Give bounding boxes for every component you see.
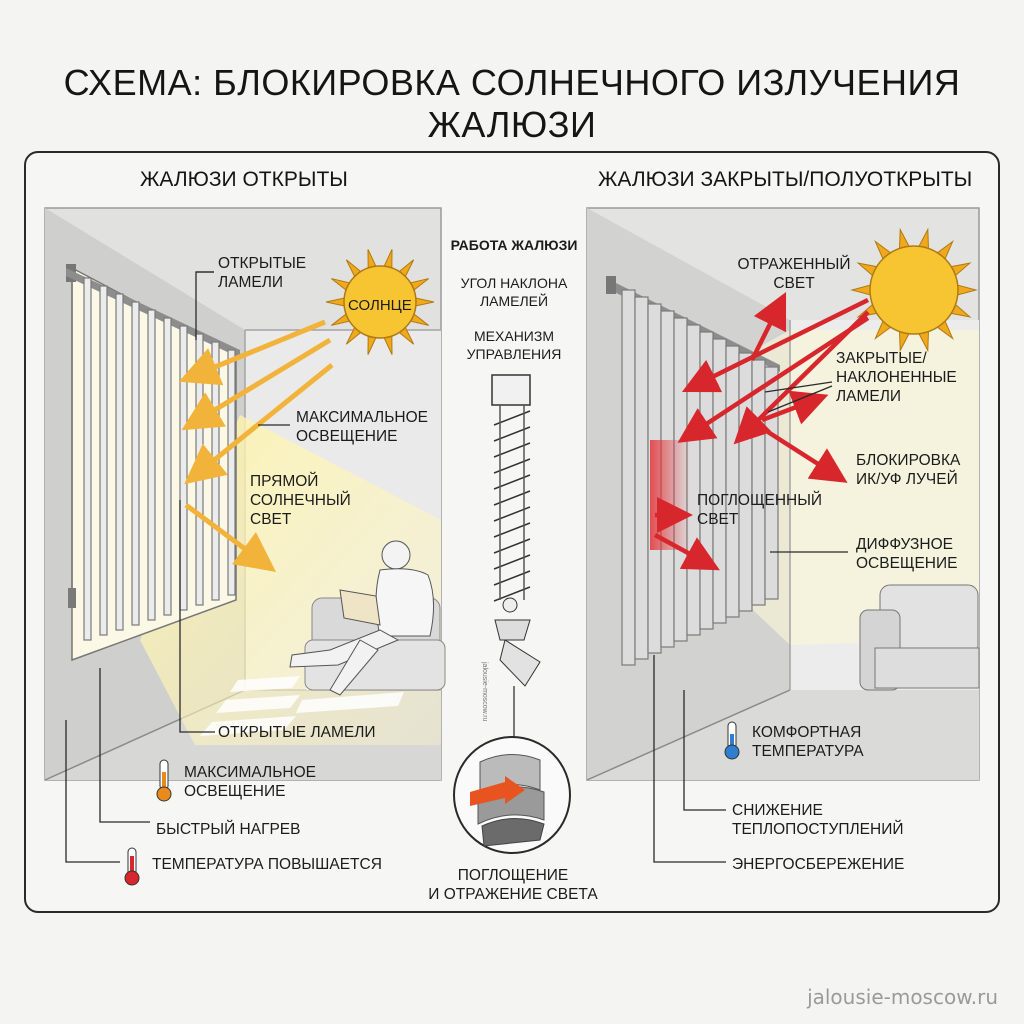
thermometer-icon-blue bbox=[724, 721, 740, 760]
blind-slat bbox=[115, 293, 124, 631]
left-room bbox=[44, 207, 446, 886]
blind-slat bbox=[621, 289, 636, 666]
blind-slat bbox=[227, 349, 236, 596]
sun-icon bbox=[325, 249, 435, 355]
sun-label: СОЛНЦЕ bbox=[348, 297, 412, 314]
tiny-watermark: jalousie-moscow.ru bbox=[481, 661, 488, 722]
person-reading-icon bbox=[289, 540, 446, 696]
right-heading: ЖАЛЮЗИ ЗАКРЫТЫ/ПОЛУОТКРЫТЫ bbox=[598, 168, 973, 191]
thermometer-icon-orange bbox=[156, 759, 172, 802]
right-room bbox=[586, 207, 980, 863]
energy-saving-label: ЭНЕРГОСБЕРЕЖЕНИЕ bbox=[732, 856, 905, 873]
sofa-icon bbox=[859, 584, 980, 691]
blind-slat bbox=[712, 338, 727, 624]
mechanism-heading: РАБОТА ЖАЛЮЗИ bbox=[450, 237, 578, 253]
blind-slat bbox=[725, 345, 740, 618]
blind-slat bbox=[163, 317, 172, 616]
fast-heat-label: БЫСТРЫЙ НАГРЕВ bbox=[156, 821, 301, 838]
left-heading: ЖАЛЮЗИ ОТКРЫТЫ bbox=[140, 168, 348, 191]
blind-slat bbox=[179, 325, 188, 611]
blind-slat bbox=[634, 296, 649, 660]
blind-slat bbox=[211, 341, 220, 601]
page-title: СХЕМА: БЛОКИРОВКА СОЛНЕЧНОГО ИЗЛУЧЕНИЯ Ж… bbox=[63, 62, 961, 145]
thermometer-icon-red bbox=[124, 847, 140, 886]
sun-icon bbox=[850, 227, 978, 353]
temp-rises-label: ТЕМПЕРАТУРА ПОВЫШАЕТСЯ bbox=[152, 856, 382, 873]
blind-slat bbox=[738, 352, 753, 612]
blind-slat bbox=[147, 309, 156, 621]
blind-slat bbox=[751, 359, 766, 606]
open-slats-bottom-label: ОТКРЫТЫЕ ЛАМЕЛИ bbox=[218, 724, 376, 741]
blind-slat bbox=[131, 301, 140, 626]
blind-slat bbox=[99, 285, 108, 636]
blind-slat bbox=[83, 277, 92, 641]
site-watermark: jalousie-moscow.ru bbox=[807, 985, 998, 1009]
blind-mechanism: jalousie-moscow.ru bbox=[453, 374, 571, 854]
